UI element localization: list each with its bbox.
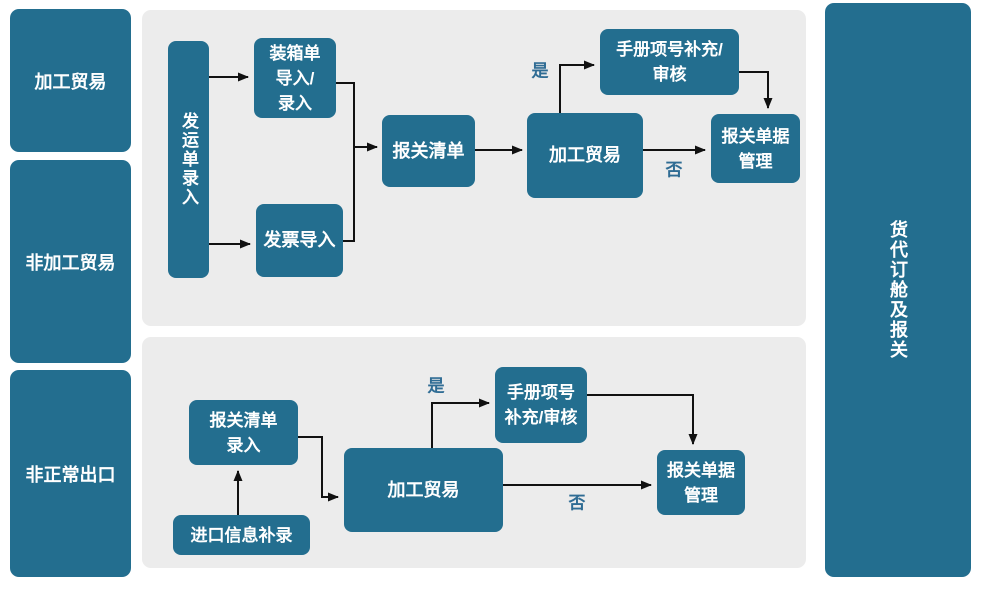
category-label: 加工贸易 [34, 71, 107, 92]
edge-label-no-top: 否 [665, 160, 683, 180]
node-manual-item-supplement-bottom: 手册项号 补充/审核 [495, 367, 587, 443]
node-label-line: 手册项号 [507, 383, 575, 402]
edge-declaration-entry-to-processing-trade [298, 436, 339, 502]
category-label: 非加工贸易 [25, 252, 116, 273]
edge-invoice-to-junction [343, 147, 355, 242]
node-declaration-list: 报关清单 [382, 115, 475, 187]
node-label-line: 报关清单 [209, 410, 278, 430]
category-abnormal-export: 非正常出口 [10, 370, 131, 577]
node-label-line: 手册项号补充/ [616, 40, 723, 59]
node-label-line: 管理 [738, 151, 773, 171]
node-processing-trade-top: 加工贸易 [527, 113, 643, 198]
node-label: 发票导入 [263, 230, 336, 250]
category-processing-trade: 加工贸易 [10, 9, 131, 152]
node-label: 进口信息补录 [190, 525, 293, 545]
node-packing-list-import: 装箱单 导入/ 录入 [254, 38, 336, 118]
edge-manual-item2-to-doc-mgmt2 [587, 394, 698, 445]
node-declaration-list-entry: 报关清单 录入 [189, 400, 298, 465]
freight-booking-customs-column: 货代订舱及报关 [825, 3, 971, 577]
edge-label-yes-bottom: 是 [427, 376, 445, 396]
node-label-line: 报关单据 [721, 126, 790, 146]
node-manual-item-supplement-top: 手册项号补充/ 审核 [600, 29, 739, 95]
node-processing-trade-bottom: 加工贸易 [344, 448, 503, 532]
node-label-line: 导入/ [275, 68, 315, 88]
node-declaration-doc-mgmt-bottom: 报关单据 管理 [657, 450, 745, 515]
node-label: 加工贸易 [549, 145, 621, 165]
node-shipment-entry: 发运单录入 [168, 41, 209, 278]
edge-processing-trade-yes-to-manual-item [559, 60, 595, 113]
node-invoice-import: 发票导入 [256, 204, 343, 277]
category-non-processing-trade: 非加工贸易 [10, 160, 131, 363]
node-label-line: 审核 [652, 65, 687, 84]
freight-booking-customs-label: 货代订舱及报关 [888, 220, 908, 360]
node-label-line: 装箱单 [269, 43, 321, 63]
node-label: 报关清单 [392, 140, 465, 161]
node-label-line: 补充/审核 [504, 408, 578, 427]
edge-label-yes-top: 是 [531, 61, 549, 81]
category-label: 非正常出口 [25, 464, 116, 485]
edge-processing-trade2-yes-to-manual-item2 [431, 398, 490, 448]
edge-packing-to-junction [336, 82, 355, 147]
node-label: 加工贸易 [387, 479, 460, 500]
node-label: 发运单录入 [179, 112, 198, 207]
node-declaration-doc-mgmt-top: 报关单据 管理 [711, 114, 800, 183]
edge-label-no-bottom: 否 [568, 493, 586, 513]
node-import-info-supplement: 进口信息补录 [173, 515, 310, 555]
edge-manual-item-to-doc-mgmt [739, 71, 773, 109]
node-label-line: 录入 [278, 93, 312, 113]
node-label-line: 录入 [226, 435, 261, 455]
node-label-line: 报关单据 [667, 460, 735, 480]
node-label-line: 管理 [684, 485, 718, 505]
